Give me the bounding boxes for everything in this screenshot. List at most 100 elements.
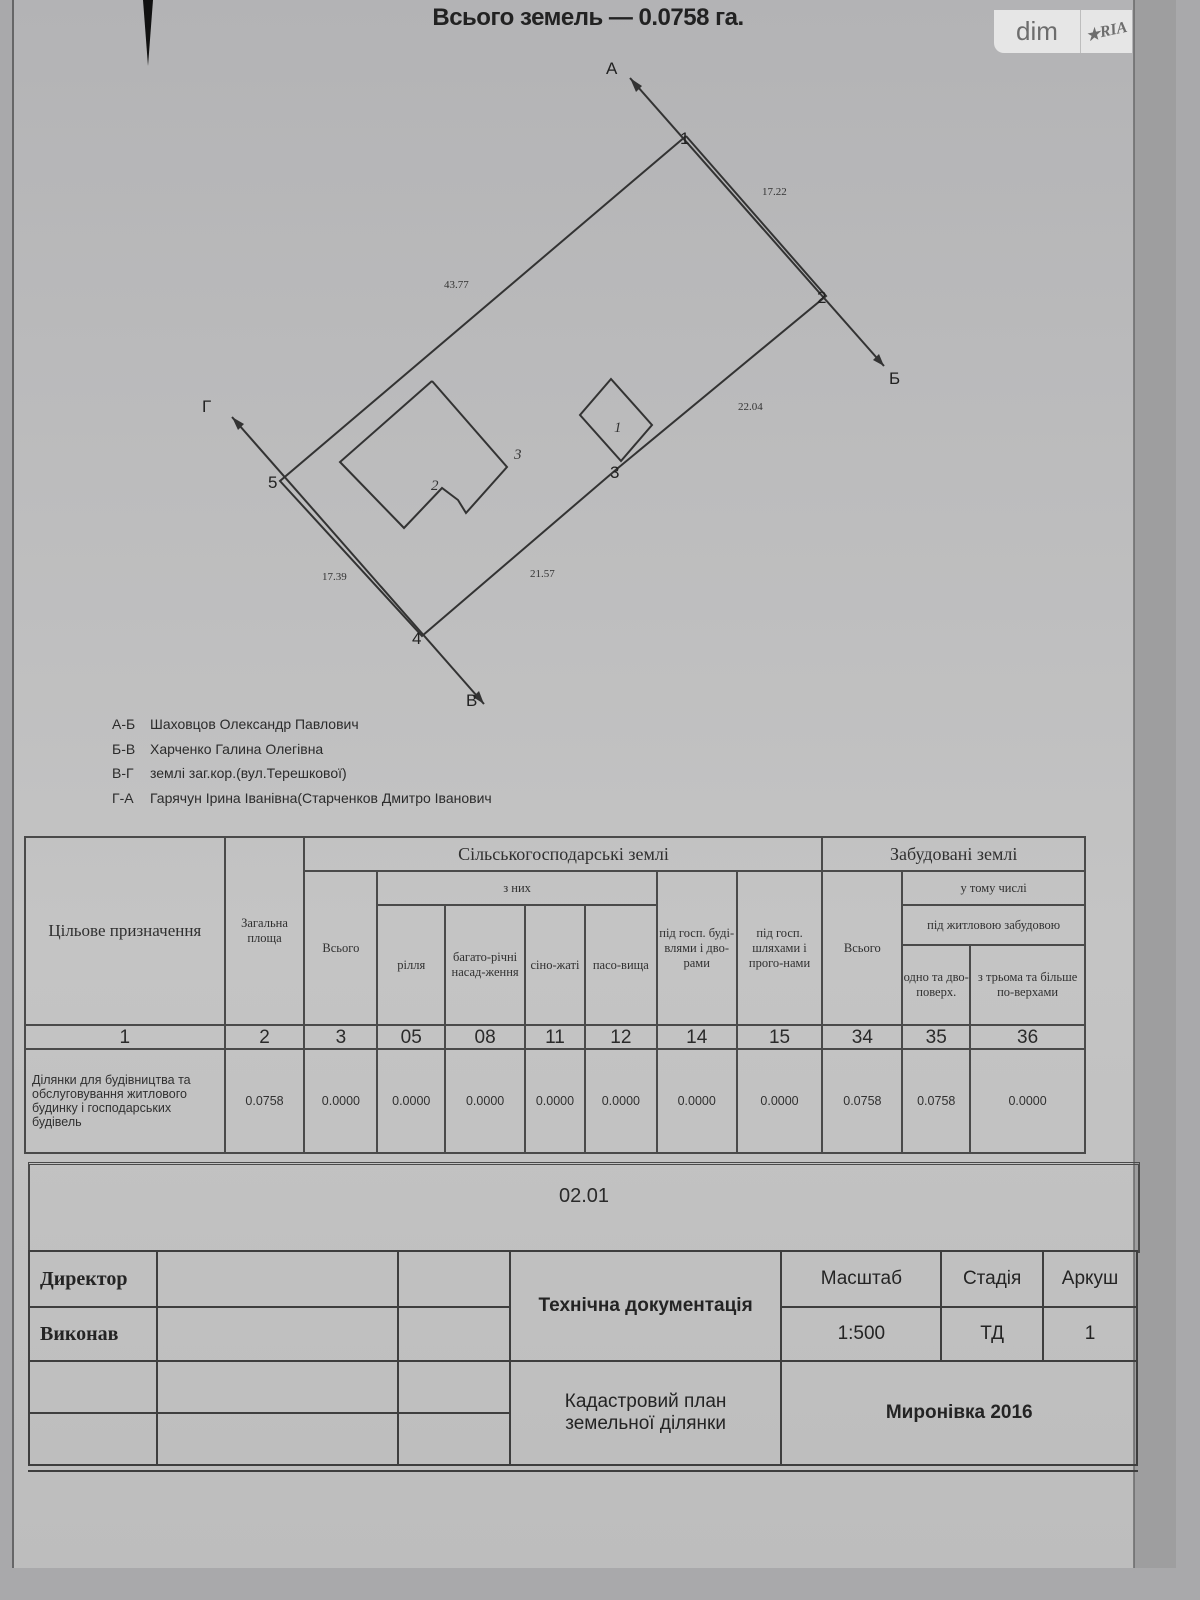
col-code: 15 [735, 1024, 824, 1050]
col-code: 12 [583, 1024, 658, 1050]
header-three-plus: з трьома та більше по-верхами [969, 944, 1086, 1026]
cell-value: 0.0758 [901, 1048, 972, 1154]
cell-value: 0.0000 [583, 1048, 658, 1154]
empty-role-field [28, 1412, 158, 1466]
title-block: Директор Технічна документація Масштаб С… [28, 1250, 1138, 1466]
building-2-label: 2 [431, 478, 439, 494]
page-left-edge [12, 0, 14, 1568]
empty-role-field [28, 1360, 158, 1414]
cell-value: 0.0000 [444, 1048, 527, 1154]
arrow-b-icon [873, 354, 884, 366]
col-code: 2 [223, 1024, 306, 1050]
header-purpose: Цільове призначення [24, 836, 226, 1026]
cell-value: 0.0000 [524, 1048, 586, 1154]
arrow-g-icon [232, 417, 244, 430]
header-hayfields: сіно-жаті [524, 904, 586, 1026]
stage-value: ТД [940, 1306, 1045, 1362]
north-arrow-mark [143, 0, 153, 66]
empty-signature-field [397, 1412, 511, 1466]
header-arable: рілля [376, 904, 447, 1026]
header-pastures: пасо-вища [583, 904, 658, 1026]
col-code: 3 [303, 1024, 379, 1050]
cell-value: 0.0758 [223, 1048, 306, 1154]
header-under-farm-buildings: під госп. буді-влями і дво-рами [655, 870, 738, 1026]
director-signature-field [397, 1250, 511, 1308]
cell-value: 0.0000 [303, 1048, 379, 1154]
header-residential: під житловою забудовою [901, 904, 1086, 946]
executor-label: Виконав [28, 1306, 158, 1362]
cell-value: 0.0000 [376, 1048, 447, 1154]
plan-name: Кадастровий план земельної ділянки [508, 1360, 783, 1466]
scale-label: Масштаб [780, 1250, 943, 1308]
length-1-2: 17.22 [762, 186, 787, 198]
executor-name-field [155, 1306, 400, 1362]
cell-value: 0.0758 [821, 1048, 904, 1154]
building-3-label: 3 [513, 447, 522, 463]
cell-value: 0.0000 [735, 1048, 824, 1154]
col-code: 35 [901, 1024, 972, 1050]
total-land-title: Всього земель — 0.0758 га. [432, 4, 744, 31]
header-built-total: Всього [821, 870, 904, 1026]
cadastral-plan-drawing: А Б В Г 1 2 3 4 5 17.22 22.04 21.57 17.3… [202, 59, 900, 710]
header-built-group: Забудовані землі [821, 836, 1086, 872]
page-right-edge [1133, 0, 1135, 1568]
header-perennial: багато-річні насад-ження [444, 904, 527, 1026]
scale-value: 1:500 [780, 1306, 943, 1362]
length-4-5: 17.39 [322, 571, 347, 583]
background-margin [1135, 0, 1176, 1568]
arrow-v-icon [473, 691, 484, 704]
length-3-4: 21.57 [530, 568, 555, 580]
header-total-area: Загальна площа [223, 836, 306, 1026]
boundary-line-g-v [231, 416, 485, 705]
length-2-3: 22.04 [738, 401, 763, 413]
col-code: 34 [821, 1024, 904, 1050]
parcel-boundary [278, 135, 828, 638]
cell-value: 0.0000 [969, 1048, 1086, 1154]
row-purpose: Ділянки для будівництва та обслуговуванн… [24, 1048, 226, 1154]
header-agri-total: Всього [303, 870, 379, 1026]
sheet-value: 1 [1042, 1306, 1138, 1362]
direction-a: А [606, 59, 618, 78]
col-code: 36 [969, 1024, 1086, 1050]
empty-signature-field [397, 1360, 511, 1414]
header-agricultural-group: Сільськогосподарські землі [303, 836, 824, 872]
stage-label: Стадія [940, 1250, 1045, 1308]
header-under-roads: під госп. шляхами і прого-нами [735, 870, 824, 1026]
dim-ria-watermark[interactable]: dim ★RIA [994, 10, 1132, 53]
vertex-3: 3 [610, 463, 619, 482]
classification-code: 02.01 [558, 1185, 610, 1207]
header-including: у тому числі [901, 870, 1086, 906]
building-2-outline [338, 380, 509, 530]
doc-type: Технічна документація [508, 1250, 783, 1362]
director-name-field [155, 1250, 400, 1308]
col-code: 14 [655, 1024, 738, 1050]
table-row: Ділянки для будівництва та обслуговуванн… [24, 1048, 1086, 1154]
col-code: 11 [524, 1024, 586, 1050]
direction-g: Г [202, 397, 211, 416]
cell-value: 0.0000 [655, 1048, 738, 1154]
header-of-them: з них [376, 870, 658, 906]
arrow-a-icon [630, 78, 642, 92]
vertex-2: 2 [817, 288, 826, 307]
col-code: 1 [24, 1024, 226, 1050]
vertex-4: 4 [412, 629, 421, 648]
building-1-outline [578, 377, 654, 463]
land-explication-table: Цільове призначення Загальна площа Сільс… [24, 836, 1086, 1154]
direction-b: Б [889, 369, 900, 388]
col-code: 05 [376, 1024, 447, 1050]
vertex-1: 1 [680, 129, 689, 148]
director-label: Директор [28, 1250, 158, 1308]
boundary-line-a-b [629, 77, 885, 367]
building-1-label: 1 [614, 420, 622, 436]
empty-name-field [155, 1360, 400, 1414]
executor-signature-field [397, 1306, 511, 1362]
empty-name-field [155, 1412, 400, 1466]
sheet-label: Аркуш [1042, 1250, 1138, 1308]
classification-code-box: 02.01 [28, 1162, 1140, 1253]
stamp-bottom-border [28, 1470, 1138, 1472]
watermark-dim-text: dim [994, 10, 1081, 53]
